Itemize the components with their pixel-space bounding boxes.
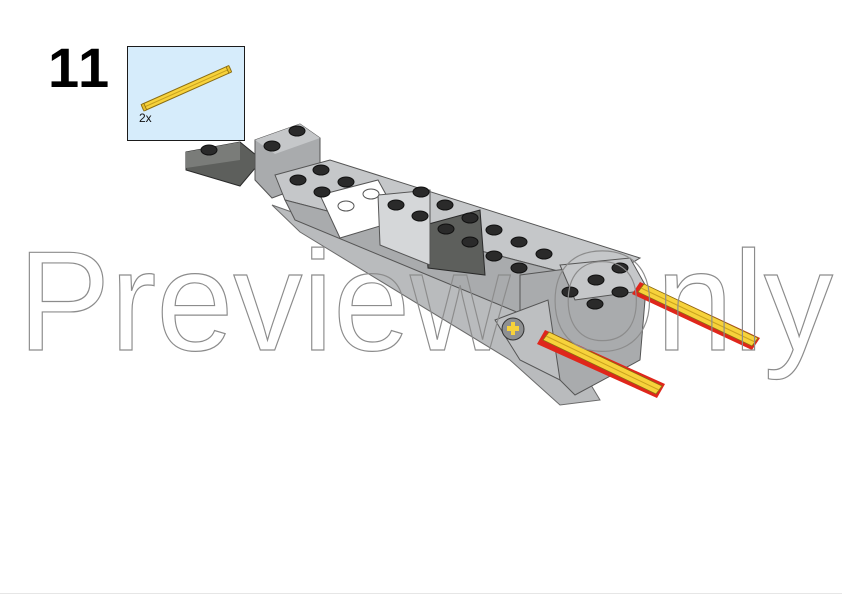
step-number: 11 (48, 36, 112, 99)
watermark-text: Preview Only (18, 222, 833, 381)
part-quantity: 2x (139, 111, 152, 125)
preview-watermark: Preview Only (18, 221, 834, 381)
yellow-axle-lower (537, 330, 665, 398)
yellow-axle-icon (140, 65, 233, 112)
studs (200, 125, 629, 310)
white-studs (337, 188, 380, 212)
yellow-axle-upper (632, 282, 760, 350)
parts-callout: 2x (127, 46, 245, 141)
page-bottom-rule (0, 593, 842, 594)
